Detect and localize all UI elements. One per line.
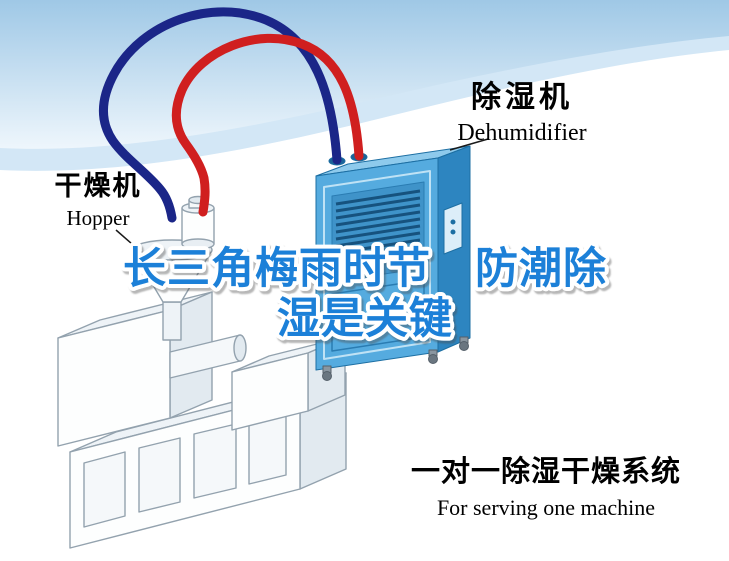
pointer-line-dehumidifier: [449, 138, 489, 151]
control-button: [450, 219, 456, 225]
pointer-line-hopper: [115, 229, 148, 258]
hopper-label-zh: 干燥机: [54, 171, 142, 201]
hopper-loader-bottom: [181, 238, 215, 250]
front-frame: [323, 170, 431, 360]
system-caption-zh: 一对一除湿干燥系统: [410, 456, 681, 488]
door-panel: [193, 423, 237, 499]
sky-band: [0, 0, 729, 149]
gear-front-face: [231, 352, 309, 431]
hopper-neck: [162, 301, 182, 341]
hopper-label: 干燥机 Hopper: [44, 164, 152, 231]
headline-line-1: 长三角梅雨时节 防潮除: [123, 245, 607, 293]
side-control-panel: [443, 202, 463, 255]
headline: 长三角梅雨时节 防潮除 湿是关键: [119, 241, 610, 347]
headline-line-2: 湿是关键: [277, 295, 453, 343]
head-front-face: [57, 309, 171, 447]
lower-door-seam: [331, 279, 425, 352]
door-panel: [138, 437, 181, 513]
caster-wheels: [322, 336, 469, 381]
door-panel: [83, 451, 126, 528]
dehumidifier-label: 除湿机 Dehumidifier: [442, 72, 602, 147]
vent-grille-slats: [335, 189, 421, 269]
door-handle: [415, 297, 421, 303]
barrel-end: [233, 334, 247, 362]
system-caption: 一对一除湿干燥系统 For serving one machine: [396, 448, 696, 521]
dehumidifier-machine: [315, 145, 471, 381]
dehumidifier-label-zh: 除湿机: [471, 81, 573, 114]
base-front-face: [69, 392, 301, 549]
dehumidifier-label-en: Dehumidifier: [457, 120, 587, 146]
supply-hose-red: [171, 33, 364, 217]
system-caption-en: For serving one machine: [436, 495, 656, 520]
extruder-machine: [57, 291, 347, 549]
hopper-label-en: Hopper: [66, 206, 130, 230]
control-button: [450, 229, 456, 235]
